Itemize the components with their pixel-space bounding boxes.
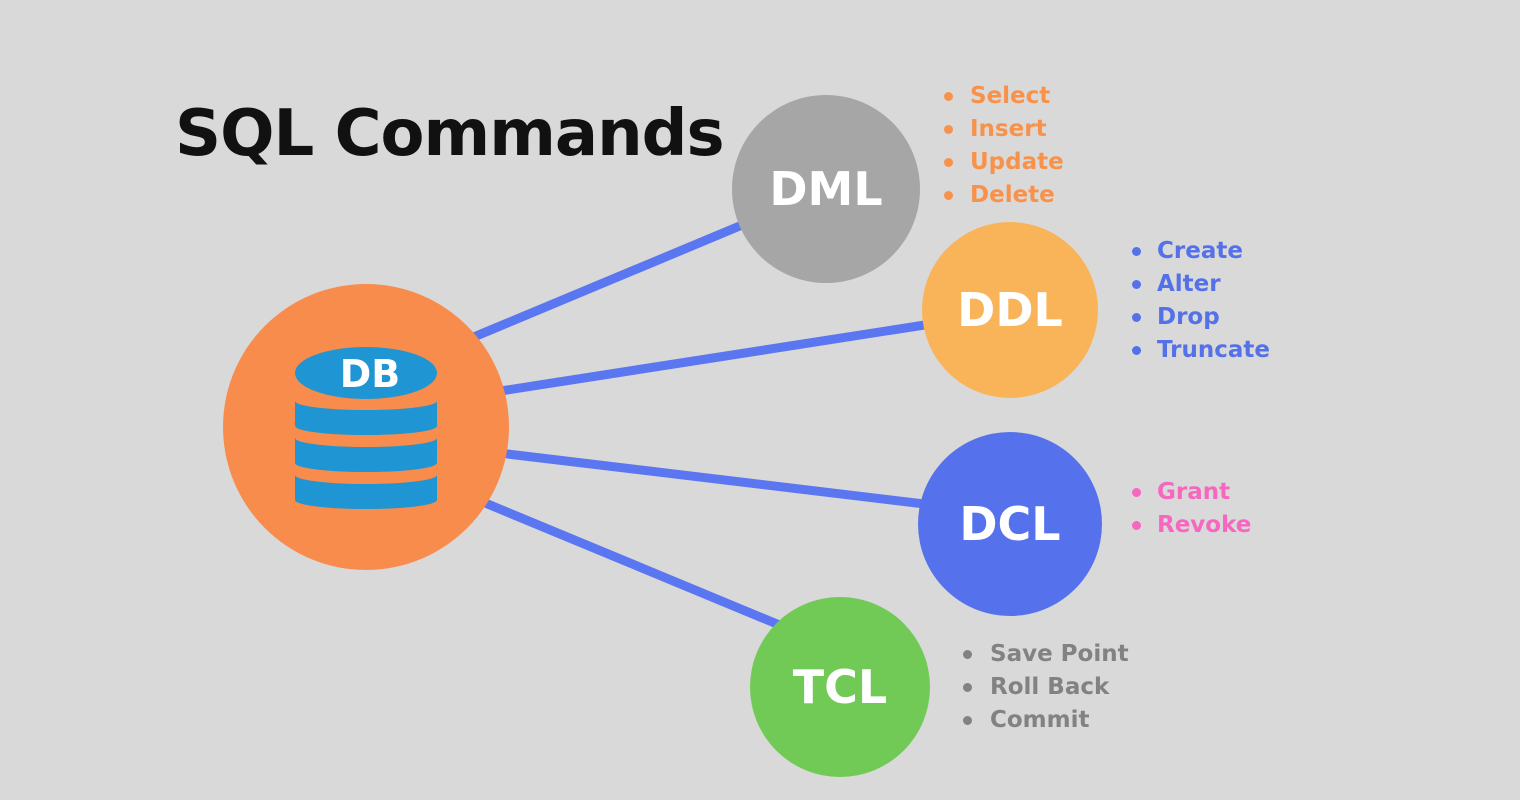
list-item: Select [944,80,1064,113]
db-central-node: DB [223,284,509,570]
list-item: Grant [1132,476,1251,509]
database-icon-top [295,347,437,399]
list-item: Create [1132,235,1270,268]
node-ddl: DDL [922,222,1098,398]
page-title: SQL Commands [175,97,725,171]
node-dml: DML [732,95,920,283]
dml-command-list: Select Insert Update Delete [944,80,1064,212]
list-item: Commit [963,704,1129,737]
node-label-ddl: DDL [957,283,1063,337]
node-dcl: DCL [918,432,1102,616]
list-item: Alter [1132,268,1270,301]
node-label-dml: DML [769,162,883,216]
db-label: DB [340,352,401,396]
database-icon: DB [295,347,437,509]
list-item: Roll Back [963,671,1129,704]
node-label-dcl: DCL [959,497,1061,551]
database-icon-band [295,438,437,472]
node-label-tcl: TCL [792,660,888,714]
list-item: Drop [1132,301,1270,334]
list-item: Insert [944,113,1064,146]
list-item: Update [944,146,1064,179]
tcl-command-list: Save Point Roll Back Commit [963,638,1129,737]
node-tcl: TCL [750,597,930,777]
list-item: Delete [944,179,1064,212]
dcl-command-list: Grant Revoke [1132,476,1251,542]
list-item: Truncate [1132,334,1270,367]
list-item: Save Point [963,638,1129,671]
list-item: Revoke [1132,509,1251,542]
database-icon-band [295,475,437,509]
database-icon-band [295,401,437,435]
ddl-command-list: Create Alter Drop Truncate [1132,235,1270,367]
